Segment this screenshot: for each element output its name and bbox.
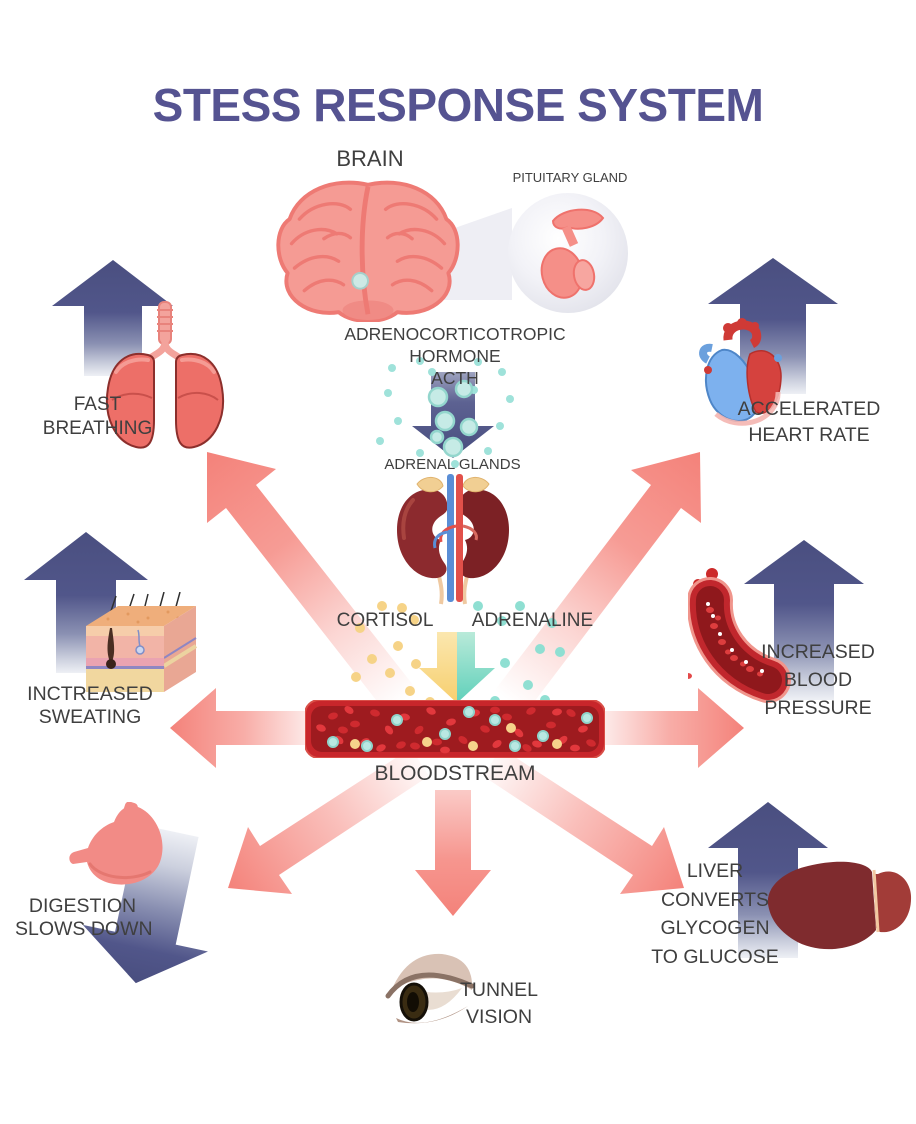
- fast-breathing-label: FAST BREATHING: [40, 393, 155, 441]
- label-line: INCTREASED: [27, 683, 153, 705]
- label-line: FAST: [73, 394, 122, 415]
- skin-cross-section-illustration: [86, 592, 198, 692]
- burst-blood-vessel-illustration: [688, 568, 791, 703]
- label-line: SWEATING: [38, 706, 142, 728]
- brain-label: BRAIN: [320, 146, 420, 172]
- label-line: PITUITARY GLAND: [512, 170, 628, 185]
- label-line: BREATHING: [42, 418, 153, 439]
- eye-illustration: [385, 953, 475, 1024]
- down-arrow-digestion: [82, 824, 208, 984]
- up-arrow-sweating: [24, 532, 148, 673]
- label-line: VISION: [465, 1006, 533, 1028]
- label-line: LIVER: [686, 860, 744, 882]
- arrow-to-sweating: [170, 688, 318, 768]
- pituitary-label: PITUITARY GLAND: [495, 170, 645, 185]
- label-line: ADRENAL GLANDS: [384, 456, 521, 473]
- lungs-illustration: [105, 301, 225, 449]
- label-line: HEART RATE: [748, 424, 870, 446]
- blood-vessel-illustration: [305, 700, 605, 758]
- bloodstream-label: BLOODSTREAM: [370, 762, 540, 787]
- label-line: BRAIN: [336, 146, 404, 171]
- label-line: CONVERTS: [661, 888, 769, 911]
- adrenal-glands-kidneys-illustration: [397, 474, 509, 605]
- label-line: ADRENOCORTICOTROPIC: [344, 324, 566, 344]
- pituitary-gland-illustration: [540, 208, 605, 299]
- label-line: PRESSURE: [764, 697, 872, 719]
- label-line: BLOOD: [783, 669, 853, 691]
- adrenal-glands-label: ADRENAL GLANDS: [370, 456, 535, 474]
- label-line: ADRENALINE: [471, 610, 594, 631]
- label-line: SLOWS DOWN: [15, 918, 153, 940]
- cortisol-label: CORTISOL: [330, 610, 440, 632]
- acth-label: ADRENOCORTICOTROPIC HORMONE ACTH: [330, 323, 580, 389]
- label-line: TO GLUCOSE: [651, 945, 779, 968]
- label-line: ACCELERATED: [737, 398, 881, 420]
- page-title: STESS RESPONSE SYSTEM: [152, 79, 764, 131]
- label-line: ACTH: [431, 368, 479, 388]
- label-line: TUNNEL: [459, 979, 538, 1001]
- increased-sweating-label: INCTREASED SWEATING: [26, 683, 154, 729]
- label-line: INCREASED: [761, 641, 875, 663]
- label-line: BLOODSTREAM: [374, 762, 536, 785]
- stomach-illustration: [69, 802, 163, 885]
- pituitary-location-dot: [351, 272, 369, 290]
- tunnel-vision-label: TUNNEL VISION: [445, 977, 553, 1031]
- label-line: GLYCOGEN: [660, 917, 770, 939]
- up-arrow-lungs: [52, 260, 173, 376]
- adrenaline-label: ADRENALINE: [470, 610, 595, 632]
- label-line: HORMONE: [409, 346, 501, 366]
- label-line: CORTISOL: [336, 610, 434, 631]
- arrow-to-eye: [415, 790, 491, 916]
- accelerated-heart-rate-label: ACCELERATED HEART RATE: [735, 396, 883, 448]
- heart-illustration: [699, 318, 782, 426]
- brain-illustration: [276, 180, 460, 322]
- increased-blood-pressure-label: INCREASED BLOOD PRESSURE: [758, 638, 878, 722]
- digestion-slows-down-label: DIGESTION SLOWS DOWN: [15, 895, 153, 941]
- arrow-to-heart: [495, 452, 701, 714]
- label-line: DIGESTION: [28, 895, 137, 917]
- hormone-release-arrow: [419, 632, 495, 703]
- liver-illustration: [767, 861, 912, 950]
- liver-converts-label: LIVER CONVERTS GLYCOGEN TO GLUCOSE: [645, 857, 785, 971]
